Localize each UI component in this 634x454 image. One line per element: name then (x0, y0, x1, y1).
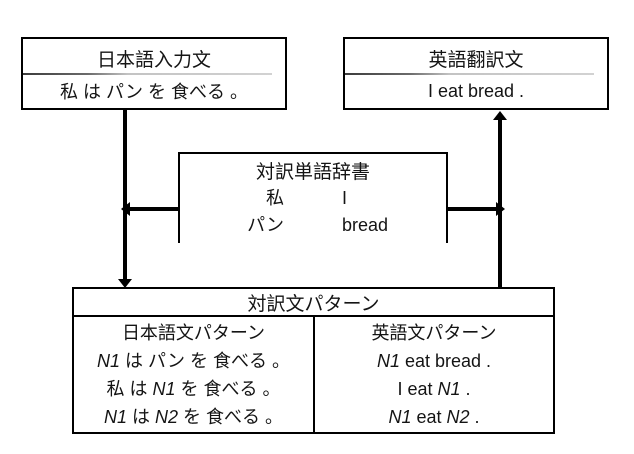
dictionary-box: 対訳単語辞書 私 I パン bread (178, 152, 448, 243)
dictionary-entry-row: パン bread (180, 212, 446, 239)
pattern-text: を 食べる 。 (178, 407, 284, 427)
dictionary-title: 対訳単語辞書 (255, 162, 370, 183)
pattern-text: を 食べる 。 (175, 379, 281, 399)
jp-input-box: 日本語入力文 私 は パン を 食べる 。 (21, 37, 287, 110)
arrowhead-up-icon (493, 111, 507, 120)
pattern-variable: N1 (103, 407, 127, 427)
pattern-text: は パン を 食べる 。 (120, 351, 290, 371)
en-output-title: 英語翻訳文 (428, 50, 524, 71)
dictionary-en-term: I (342, 188, 348, 208)
dictionary-jp-term: 私 (266, 188, 284, 208)
pattern-text: 私 は (106, 379, 153, 399)
arrowhead-right-icon (496, 202, 505, 216)
patterns-box: 対訳文パターン 日本語文パターン N1 は パン を 食べる 。 私 は N1 … (72, 287, 555, 434)
dictionary-entry-row: 私 I (180, 185, 446, 212)
en-patterns-header: 英語文パターン (371, 323, 497, 343)
patterns-columns: 日本語文パターン N1 は パン を 食べる 。 私 は N1 を 食べる 。 … (74, 317, 553, 432)
pattern-variable: N2 (155, 407, 179, 427)
arrow-dictionary-to-en-path (448, 207, 496, 211)
title-divider (23, 73, 272, 75)
pattern-variable: N1 (388, 407, 412, 427)
jp-pattern-line: 私 は N1 を 食べる 。 (74, 375, 313, 403)
jp-pattern-line: N1 は N2 を 食べる 。 (74, 403, 313, 431)
patterns-title: 対訳文パターン (74, 289, 553, 317)
pattern-variable: N1 (97, 351, 121, 371)
en-patterns-column: 英語文パターン N1 eat bread . I eat N1 . N1 eat… (315, 317, 553, 432)
en-pattern-line: N1 eat bread . (315, 347, 553, 375)
en-output-box: 英語翻訳文 I eat bread . (343, 37, 609, 110)
jp-pattern-line: N1 は パン を 食べる 。 (74, 347, 313, 375)
pattern-variable: N2 (446, 407, 470, 427)
pattern-text: I eat (397, 379, 438, 399)
arrow-input-to-patterns (123, 110, 127, 280)
dictionary-jp-term: パン (247, 215, 284, 235)
pattern-text: は (126, 407, 155, 427)
pattern-variable: N1 (437, 379, 461, 399)
pattern-text: eat bread . (399, 351, 492, 371)
pattern-variable: N1 (376, 351, 400, 371)
jp-input-sentence: 私 は パン を 食べる 。 (60, 82, 248, 102)
en-output-sentence: I eat bread . (427, 80, 525, 101)
pattern-text: eat (411, 407, 447, 427)
en-pattern-line: N1 eat N2 . (315, 403, 553, 431)
arrow-dictionary-to-jp-path (130, 207, 178, 211)
title-divider (345, 73, 594, 75)
arrowhead-down-icon (118, 279, 132, 288)
jp-input-title: 日本語入力文 (96, 50, 211, 71)
pattern-variable: N1 (152, 379, 176, 399)
pattern-text: . (469, 407, 480, 427)
pattern-text: . (460, 379, 471, 399)
jp-patterns-column: 日本語文パターン N1 は パン を 食べる 。 私 は N1 を 食べる 。 … (74, 317, 315, 432)
en-pattern-line: I eat N1 . (315, 375, 553, 403)
jp-patterns-header: 日本語文パターン (121, 323, 266, 343)
arrowhead-left-icon (121, 202, 130, 216)
dictionary-en-term: bread (342, 215, 389, 235)
